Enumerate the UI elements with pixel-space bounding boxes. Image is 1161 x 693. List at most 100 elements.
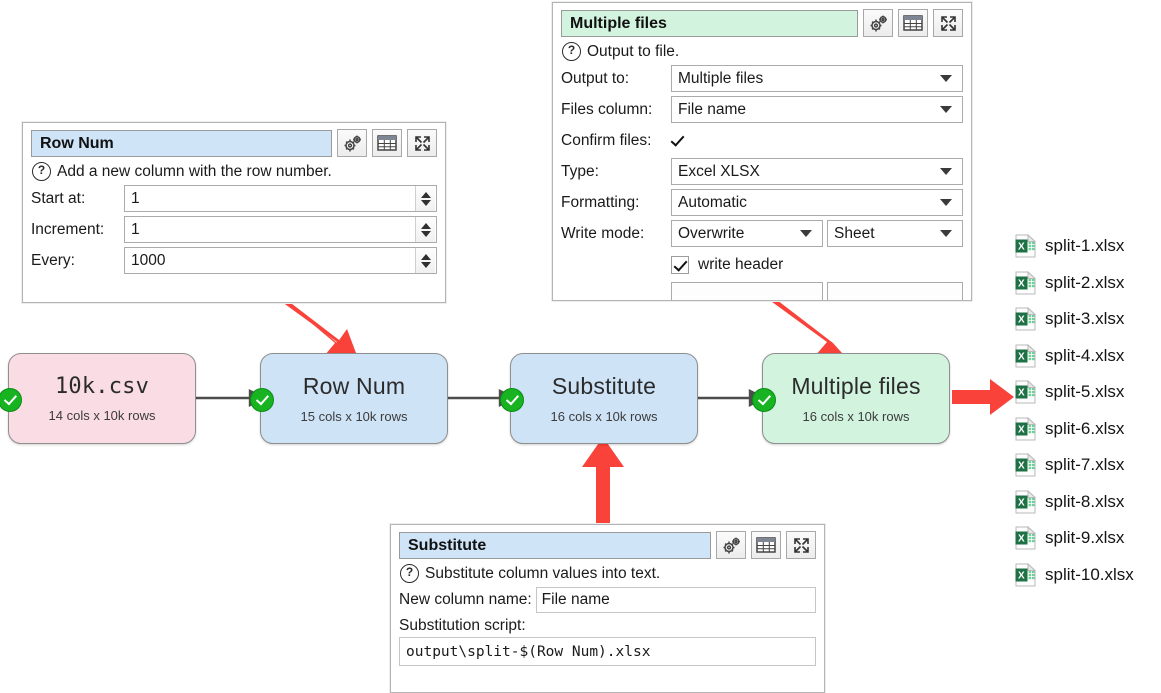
- substitution-script-input[interactable]: output\split-$(Row Num).xlsx: [399, 637, 816, 666]
- panel-description: ? Add a new column with the row number.: [31, 160, 437, 185]
- expand-icon[interactable]: [407, 129, 437, 157]
- partial-select-left[interactable]: [671, 282, 823, 300]
- excel-file-icon: X: [1015, 562, 1036, 587]
- panel-row-num[interactable]: Row Num: [22, 122, 446, 303]
- gear-icon[interactable]: [863, 9, 893, 37]
- panel-description-text: Output to file.: [587, 42, 680, 60]
- gear-icon[interactable]: [716, 531, 746, 559]
- excel-file-icon: X: [1015, 453, 1036, 477]
- field-every[interactable]: Every: 1000: [31, 247, 437, 274]
- panel-title-input[interactable]: Row Num: [31, 129, 332, 157]
- list-item[interactable]: X split-3.xlsx: [1015, 301, 1161, 338]
- flow-node-10k-csv[interactable]: 10k.csv 14 cols x 10k rows: [0, 353, 196, 444]
- field-write-header[interactable]: write header: [561, 251, 963, 278]
- field-value: output\split-$(Row Num).xlsx: [406, 643, 651, 660]
- expand-icon[interactable]: [786, 531, 816, 559]
- start-at-input[interactable]: 1: [124, 185, 437, 212]
- increment-input[interactable]: 1: [124, 216, 437, 243]
- panel-header: Row Num: [31, 129, 437, 157]
- table-icon[interactable]: [898, 9, 928, 37]
- panel-substitute[interactable]: Substitute: [390, 524, 825, 693]
- output-file-list: X split-1.xlsx X split-2.xlsx X split-3.…: [1015, 228, 1161, 593]
- spinner-buttons[interactable]: [415, 186, 435, 211]
- list-item[interactable]: X split-8.xlsx: [1015, 484, 1161, 521]
- field-value: File name: [678, 100, 747, 118]
- field-label: Files column:: [561, 100, 653, 118]
- list-item[interactable]: X split-9.xlsx: [1015, 520, 1161, 557]
- field-formatting[interactable]: Formatting: Automatic: [561, 189, 963, 216]
- file-name: split-6.xlsx: [1045, 418, 1125, 438]
- flow-node-subtitle: 16 cols x 10k rows: [550, 409, 658, 424]
- panel-description: ? Substitute column values into text.: [399, 562, 816, 587]
- type-select[interactable]: Excel XLSX: [671, 158, 963, 185]
- panel-title-input[interactable]: Multiple files: [561, 9, 858, 37]
- table-icon[interactable]: [372, 129, 402, 157]
- excel-file-icon: X: [1015, 234, 1036, 258]
- chevron-down-icon: [940, 106, 952, 113]
- output-to-select[interactable]: Multiple files: [671, 65, 963, 92]
- panel-title-input[interactable]: Substitute: [399, 531, 711, 559]
- field-value: 1: [131, 220, 140, 238]
- file-name: split-4.xlsx: [1045, 345, 1125, 365]
- write-mode-select[interactable]: Overwrite: [671, 220, 823, 247]
- field-label: Formatting:: [561, 193, 640, 211]
- svg-text:X: X: [1018, 534, 1025, 545]
- list-item[interactable]: X split-6.xlsx: [1015, 411, 1161, 448]
- expand-icon[interactable]: [933, 9, 963, 37]
- field-start-at[interactable]: Start at: 1: [31, 185, 437, 212]
- flow-node-subtitle: 14 cols x 10k rows: [48, 408, 156, 423]
- svg-text:X: X: [1018, 278, 1025, 289]
- formatting-select[interactable]: Automatic: [671, 189, 963, 216]
- status-ok-icon: [0, 387, 22, 412]
- flow-node-substitute[interactable]: Substitute 16 cols x 10k rows: [500, 353, 698, 444]
- field-confirm-files[interactable]: Confirm files:: [561, 127, 963, 154]
- files-column-select[interactable]: File name: [671, 96, 963, 123]
- panel-multiple-files[interactable]: Multiple files: [552, 2, 972, 301]
- field-output-to[interactable]: Output to: Multiple files: [561, 65, 963, 92]
- write-header-checkbox[interactable]: [671, 255, 689, 274]
- gear-icon[interactable]: [337, 129, 367, 157]
- flow-canvas[interactable]: 10k.csv 14 cols x 10k rows Row Num 15 co…: [0, 333, 1161, 463]
- field-row-partial[interactable]: [561, 282, 963, 300]
- field-files-column[interactable]: Files column: File name: [561, 96, 963, 123]
- confirm-files-checkbox[interactable]: [671, 131, 689, 150]
- field-write-mode[interactable]: Write mode: Overwrite Sheet: [561, 220, 963, 247]
- list-item[interactable]: X split-2.xlsx: [1015, 265, 1161, 302]
- spinner-buttons[interactable]: [415, 217, 435, 242]
- spinner-buttons[interactable]: [415, 248, 435, 273]
- field-new-column-name[interactable]: New column name: File name: [399, 587, 816, 613]
- svg-text:X: X: [1018, 388, 1025, 399]
- table-icon[interactable]: [751, 531, 781, 559]
- list-item[interactable]: X split-7.xlsx: [1015, 447, 1161, 484]
- list-item[interactable]: X split-1.xlsx: [1015, 228, 1161, 265]
- field-increment[interactable]: Increment: 1: [31, 216, 437, 243]
- field-value: Sheet: [834, 224, 875, 242]
- field-type[interactable]: Type: Excel XLSX: [561, 158, 963, 185]
- list-item[interactable]: X split-5.xlsx: [1015, 374, 1161, 411]
- every-input[interactable]: 1000: [124, 247, 437, 274]
- flow-node-name: 10k.csv: [54, 374, 150, 399]
- excel-file-icon: X: [1015, 526, 1036, 550]
- annotation-arrow-output-files: [952, 379, 1014, 415]
- annotation-arrow-row-num: [267, 287, 361, 363]
- write-header-label: write header: [698, 255, 784, 273]
- partial-select-right[interactable]: [827, 282, 963, 300]
- write-target-select[interactable]: Sheet: [827, 220, 963, 247]
- field-label: Increment:: [31, 220, 105, 238]
- flow-node-multiple-files[interactable]: Multiple files 16 cols x 10k rows: [752, 353, 950, 444]
- field-label: Confirm files:: [561, 131, 652, 149]
- field-label: Type:: [561, 162, 599, 180]
- list-item[interactable]: X split-4.xlsx: [1015, 338, 1161, 375]
- label-substitution-script: Substitution script:: [399, 617, 816, 635]
- field-value: Automatic: [678, 193, 747, 211]
- annotation-arrow-multiple-files: [757, 287, 851, 363]
- new-column-name-input[interactable]: File name: [535, 587, 816, 613]
- list-item[interactable]: X split-10.xlsx: [1015, 557, 1161, 594]
- file-name: split-5.xlsx: [1045, 382, 1125, 402]
- flow-node-row-num[interactable]: Row Num 15 cols x 10k rows: [250, 353, 448, 444]
- status-ok-icon: [500, 387, 524, 412]
- file-name: split-9.xlsx: [1045, 528, 1125, 548]
- flow-node-name: Row Num: [302, 373, 406, 399]
- field-value: Excel XLSX: [678, 162, 760, 180]
- flow-node-subtitle: 15 cols x 10k rows: [300, 409, 408, 424]
